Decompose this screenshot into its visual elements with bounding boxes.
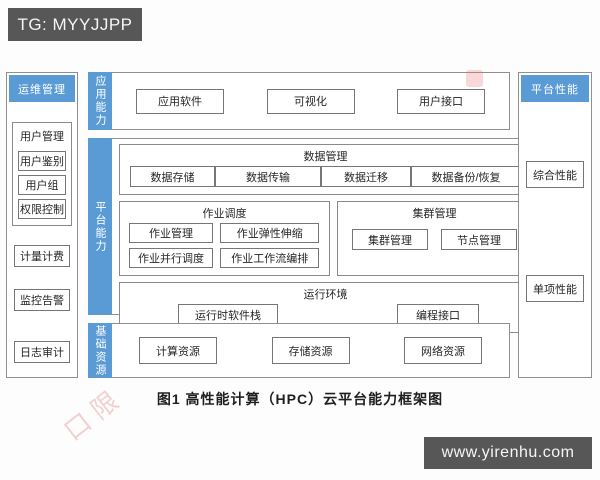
box-comprehensive-performance: 综合性能 [526,161,584,188]
box-application-software: 应用软件 [136,88,224,114]
box-storage-resources: 存储资源 [271,337,350,364]
application-layer-tab: 应用能力 [88,72,112,130]
box-user-authentication: 用户鉴别 [18,151,66,171]
box-node-management: 节点管理 [441,229,517,250]
data-management-title: 数据管理 [303,151,348,163]
box-user-group: 用户组 [18,175,66,195]
ops-panel-title: 运维管理 [9,75,75,102]
data-management-group: 数据管理 数据存储 数据传输 数据迁移 数据备份/恢复 [119,144,532,195]
box-job-elastic-scaling: 作业弹性伸缩 [220,223,320,243]
cluster-management-title: 集群管理 [412,208,457,220]
site-watermark-badge: www.yirenhu.com [424,437,592,469]
figure-caption: 图1 高性能计算（HPC）云平台能力框架图 [156,391,444,407]
box-runtime-software-stack: 运行时软件栈 [178,304,278,325]
box-cluster-management: 集群管理 [352,229,429,250]
ops-management-panel: 运维管理 用户管理 用户鉴别 用户组 权限控制 计量计费 监控告警 日志审计 [6,72,78,378]
infrastructure-layer-row: 基础资源 计算资源 存储资源 网络资源 [88,323,510,378]
box-data-transfer: 数据传输 [215,166,321,187]
user-management-title: 用户管理 [20,131,64,143]
box-log-audit: 日志审计 [14,341,70,363]
platform-performance-panel: 平台性能 综合性能 单项性能 [518,72,592,378]
cluster-management-group: 集群管理 集群管理 节点管理 [337,201,532,276]
box-visualization: 可视化 [266,88,355,114]
box-single-item-performance: 单项性能 [526,275,584,302]
application-layer-row: 应用能力 应用软件 可视化 用户接口 [88,72,510,130]
tg-watermark-badge: TG: MYYJJPP [8,8,142,41]
platform-layer-content: 数据管理 数据存储 数据传输 数据迁移 数据备份/恢复 作业调度 作业管理 作业… [112,138,540,333]
box-data-backup-restore: 数据备份/恢复 [411,166,521,187]
box-programming-interface: 编程接口 [397,304,479,325]
job-scheduling-group: 作业调度 作业管理 作业弹性伸缩 作业并行调度 作业工作流编排 [119,201,331,276]
platform-layer-row: 平台能力 数据管理 数据存储 数据传输 数据迁移 数据备份/恢复 作业调度 作业… [88,138,540,333]
pink-stamp-square-watermark [466,70,483,87]
box-data-storage: 数据存储 [130,166,215,187]
user-management-group: 用户管理 用户鉴别 用户组 权限控制 [12,122,72,226]
box-job-parallel-scheduling: 作业并行调度 [129,248,214,268]
runtime-environment-title: 运行环境 [303,289,348,301]
infrastructure-layer-tab: 基础资源 [88,323,112,378]
box-metering-billing: 计量计费 [14,245,70,267]
performance-panel-title: 平台性能 [521,75,589,102]
platform-layer-tab: 平台能力 [88,138,112,315]
box-data-migration: 数据迁移 [321,166,411,187]
infrastructure-layer-content: 计算资源 存储资源 网络资源 [112,323,510,378]
application-layer-content: 应用软件 可视化 用户接口 [112,72,510,130]
job-scheduling-title: 作业调度 [202,208,247,220]
box-user-interface: 用户接口 [397,88,485,114]
box-permission-control: 权限控制 [18,199,66,219]
box-job-management: 作业管理 [129,223,214,243]
scheduling-cluster-row: 作业调度 作业管理 作业弹性伸缩 作业并行调度 作业工作流编排 集群管理 集群管… [119,201,532,276]
box-compute-resources: 计算资源 [139,337,217,364]
box-monitoring-alerts: 监控告警 [14,289,70,311]
box-job-workflow-orchestration: 作业工作流编排 [220,248,320,268]
box-network-resources: 网络资源 [404,337,482,364]
